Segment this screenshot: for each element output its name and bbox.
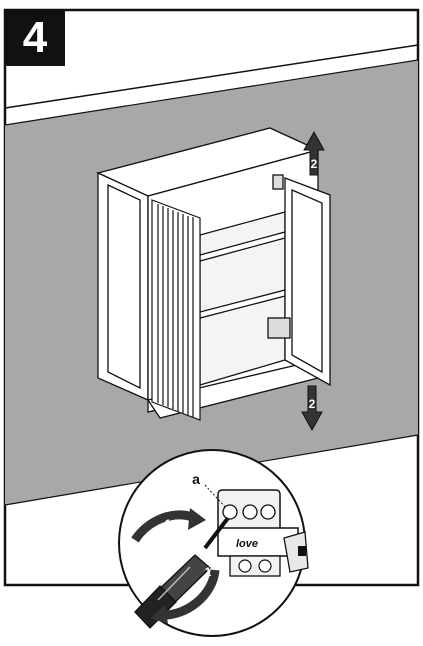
left-door (152, 200, 200, 420)
hinge-detail: love 1 1 a (119, 450, 308, 636)
arrow-label-up: 2 (311, 157, 318, 171)
callout-label: a (192, 471, 200, 487)
arrow-label-down: 2 (309, 397, 316, 411)
rotate-label-bottom: 1 (205, 565, 212, 579)
rotate-label-top: 1 (165, 517, 172, 531)
brand-label: love (236, 538, 258, 550)
